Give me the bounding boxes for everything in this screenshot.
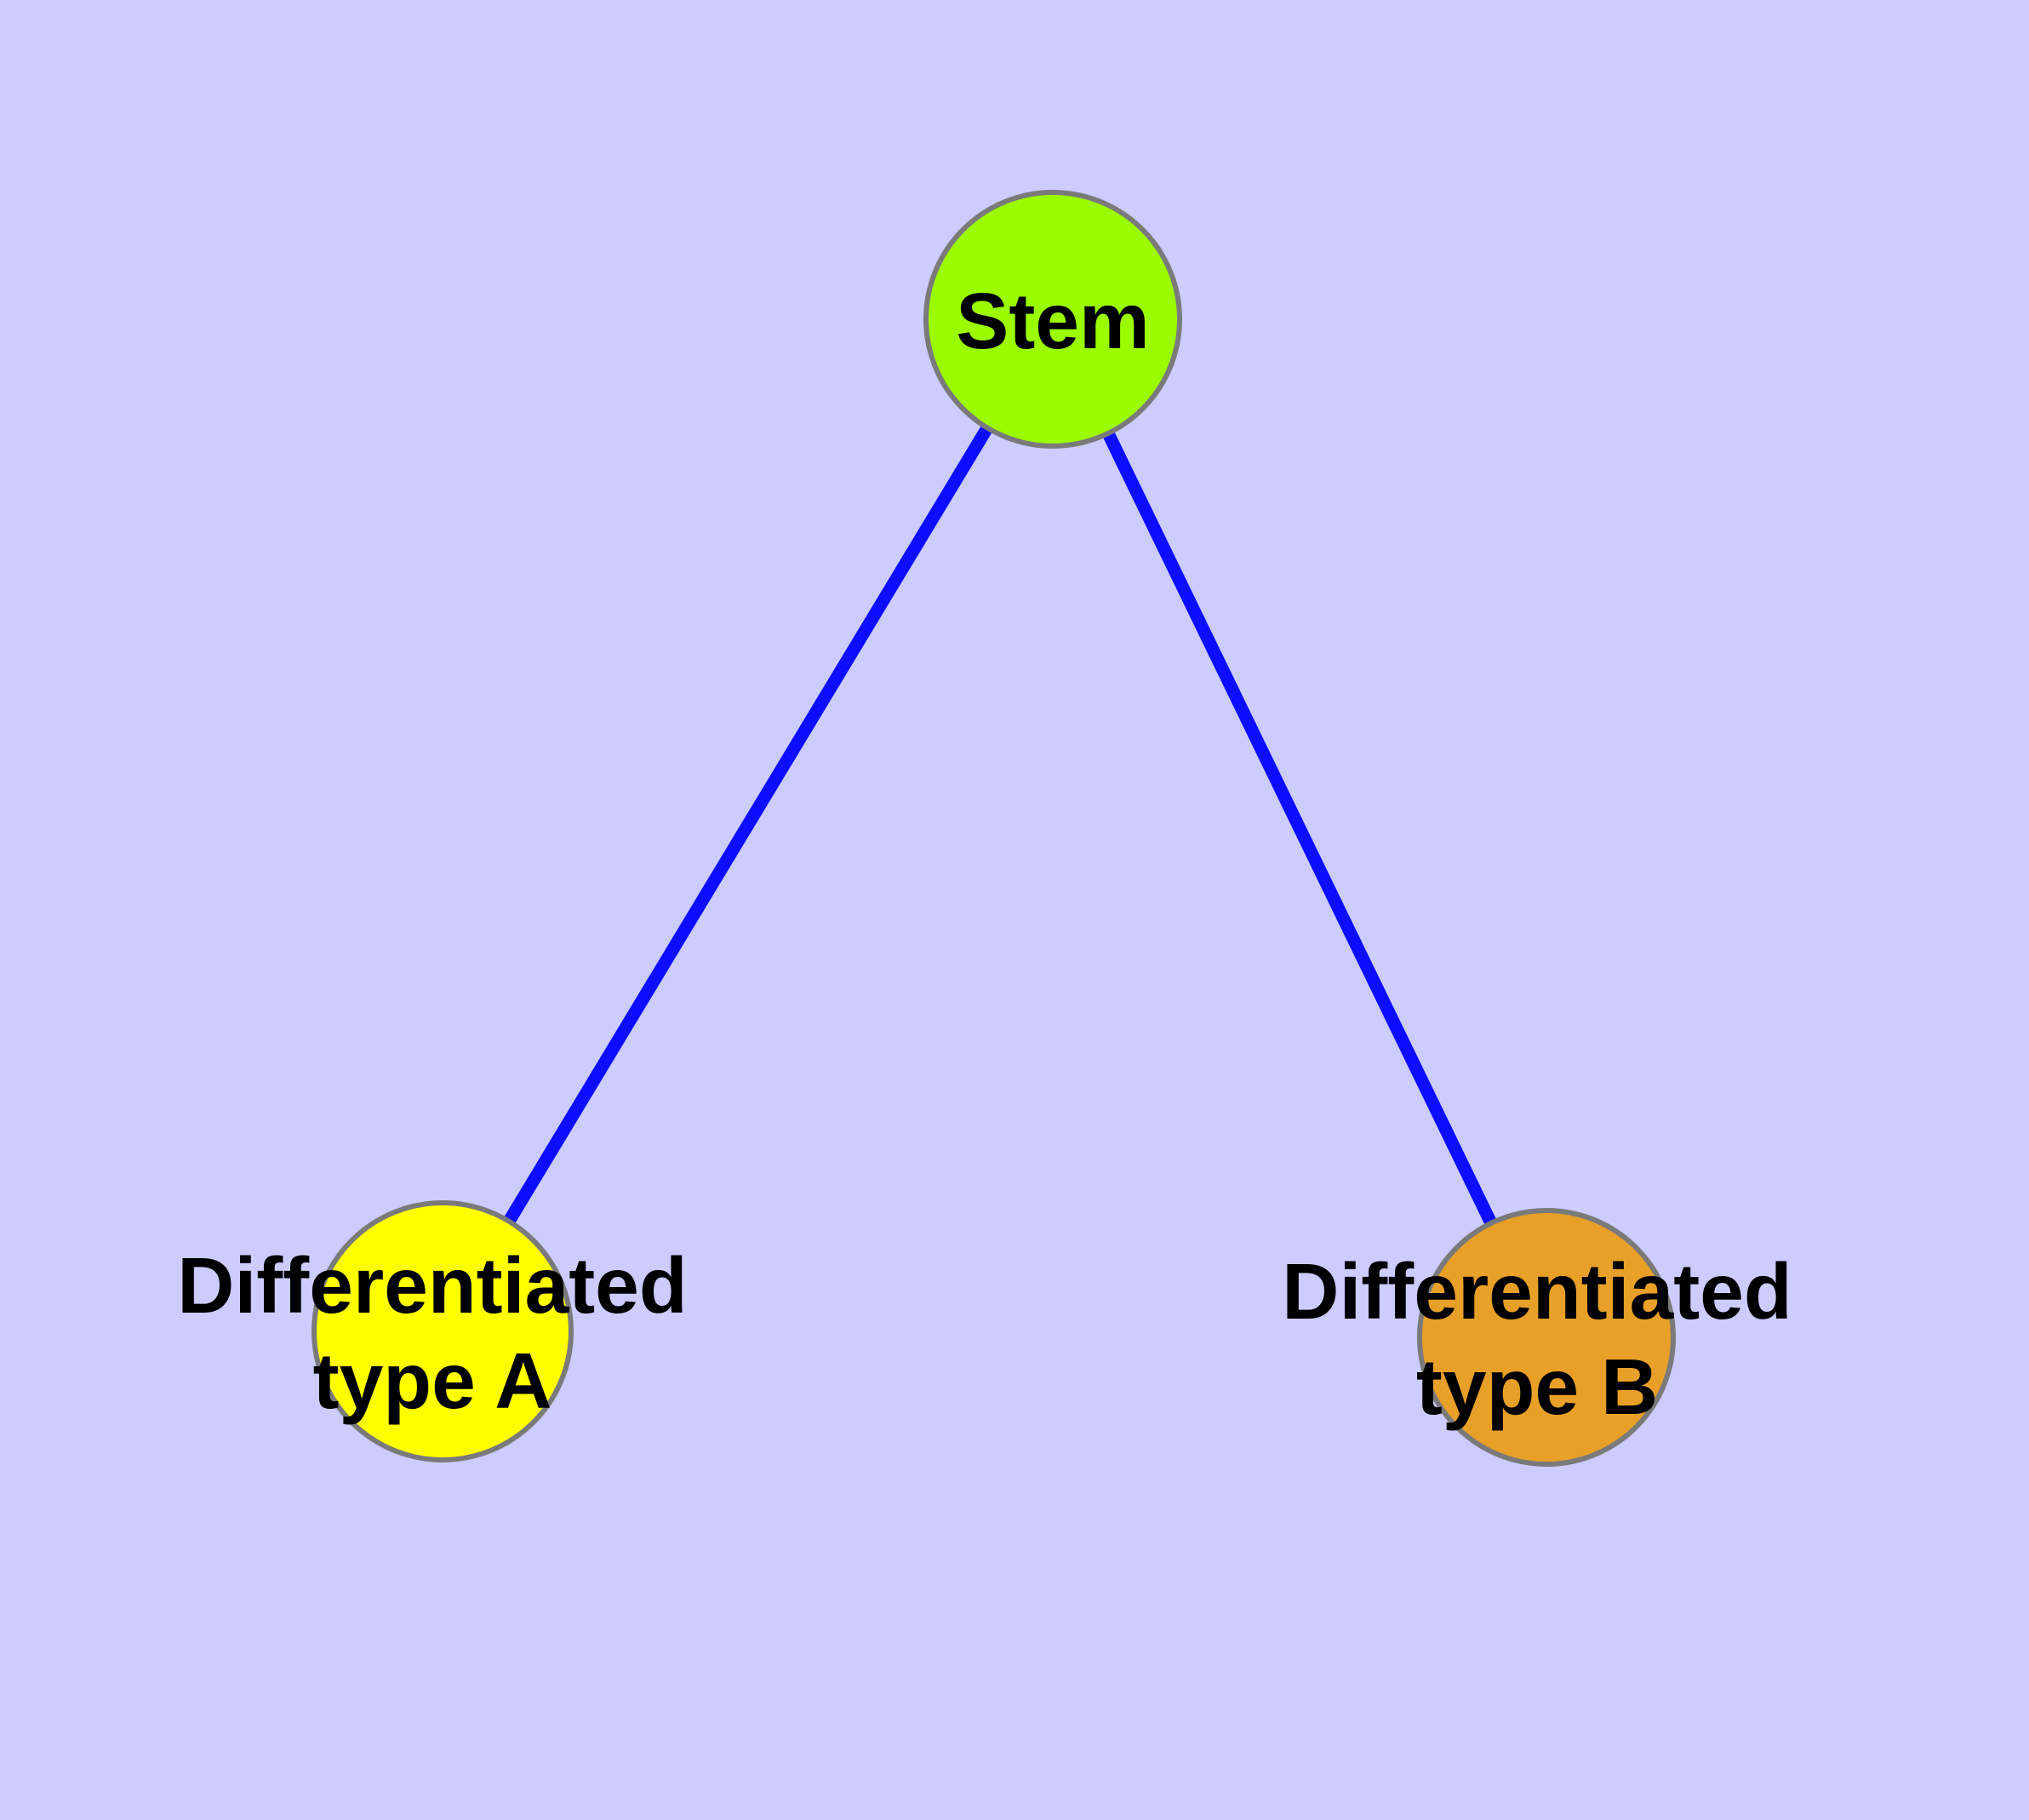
node-type-b-circle	[1417, 1208, 1676, 1467]
node-label-type-a-line1: Differentiated	[177, 1241, 688, 1330]
node-label-type-b: Differentiated type B	[1282, 1244, 1792, 1434]
node-label-stem: Stem	[956, 273, 1149, 369]
edge-stem-to-type-a	[437, 316, 1059, 1335]
node-label-type-a-line2: type A	[312, 1336, 552, 1425]
node-stem-circle	[923, 190, 1182, 449]
edge-stem-to-type-b	[1047, 316, 1552, 1341]
node-label-type-b-line1: Differentiated	[1282, 1247, 1792, 1336]
node-label-type-b-line2: type B	[1415, 1342, 1659, 1431]
node-label-stem-text: Stem	[956, 277, 1150, 365]
node-label-type-a: Differentiated type A	[177, 1238, 687, 1428]
node-type-a-circle	[311, 1200, 574, 1462]
